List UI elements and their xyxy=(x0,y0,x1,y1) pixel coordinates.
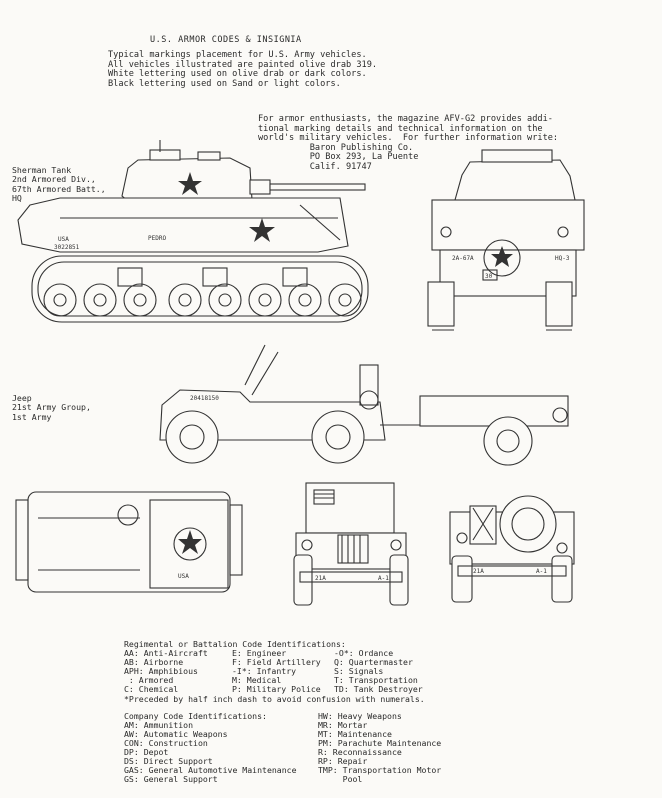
jeep-rear-right-code: A-1 xyxy=(536,568,547,575)
afv-line: world's military vehicles. For further i… xyxy=(258,133,559,144)
road-wheel xyxy=(328,283,362,317)
intro-line: Typical markings placement for U.S. Army… xyxy=(108,50,367,60)
code-item: TMP: Transportation Motor xyxy=(318,765,442,775)
code-item: AM: Ammunition xyxy=(124,720,194,730)
label-line: Jeep xyxy=(12,393,32,403)
code-item: HW: Heavy Weapons xyxy=(318,711,402,721)
code-item: P: Military Police xyxy=(232,684,321,694)
jeep-rear-left-code: 21A xyxy=(473,568,484,575)
tank-name-text: PEDRO xyxy=(148,235,166,242)
code-item: GS: General Support xyxy=(124,774,218,784)
bumper-number: 30 xyxy=(485,273,493,280)
intro-line: White lettering used on olive drab or da… xyxy=(108,69,367,80)
label-line: Sherman Tank xyxy=(12,165,72,175)
label-line: HQ xyxy=(12,193,22,204)
road-wheel xyxy=(248,283,282,317)
code-item: DS: Direct Support xyxy=(124,756,213,766)
white-star-insignia xyxy=(178,172,202,195)
label-line: 67th Armored Batt., xyxy=(12,183,106,194)
code-item: AA: Anti-Aircraft xyxy=(124,648,208,658)
code-item: Q: Quartermaster xyxy=(334,657,413,667)
road-wheel xyxy=(43,283,77,317)
code-item: TD: Tank Destroyer xyxy=(334,684,423,694)
white-star-insignia xyxy=(178,530,202,554)
jeep-label: Jeep 21st Army Group, 1st Army xyxy=(12,393,91,422)
code-item: AB: Airborne xyxy=(124,657,184,667)
code-item: RP: Repair xyxy=(318,756,368,766)
code-item: -I*: Infantry xyxy=(232,666,297,676)
regimental-heading: Regimental or Battalion Code Identificat… xyxy=(124,639,346,649)
code-item: S: Signals xyxy=(334,666,384,676)
afv-line: Baron Publishing Co. xyxy=(258,142,414,153)
code-item: MT: Maintenance xyxy=(318,729,392,739)
wheel-hub xyxy=(53,293,67,307)
white-star-insignia xyxy=(491,246,513,267)
regimental-footnote: *Preceded by half inch dash to avoid con… xyxy=(124,694,425,704)
code-item: PM: Parachute Maintenance xyxy=(318,738,442,748)
road-wheel xyxy=(288,283,322,317)
jeep-top-usa: USA xyxy=(178,573,189,580)
road-wheel xyxy=(168,283,202,317)
white-star-insignia xyxy=(249,218,275,242)
label-line: 2nd Armored Div., xyxy=(12,174,96,185)
suspension-bogie xyxy=(117,267,143,287)
road-wheel xyxy=(83,283,117,317)
suspension-bogie xyxy=(282,267,308,287)
road-wheel xyxy=(123,283,157,317)
afv-line: For armor enthusiasts, the magazine AFV-… xyxy=(258,114,553,124)
hull-usa-text: USA xyxy=(58,236,69,243)
road-wheel xyxy=(208,283,242,317)
afv-note: For armor enthusiasts, the magazine AFV-… xyxy=(258,114,559,173)
label-line: 21st Army Group, xyxy=(12,402,91,413)
code-item: M: Medical xyxy=(232,675,282,685)
front-left-code: 2A-67A xyxy=(452,255,474,262)
suspension-bogie xyxy=(202,267,228,287)
hull-serial-text: 3022851 xyxy=(54,244,80,251)
code-item: T: Transportation xyxy=(334,675,418,685)
afv-line: Calif. 91747 xyxy=(258,161,372,172)
afv-line: tional marking details and technical inf… xyxy=(258,123,543,134)
sherman-label: Sherman Tank 2nd Armored Div., 67th Armo… xyxy=(12,165,106,204)
intro-text: Typical markings placement for U.S. Army… xyxy=(108,50,378,89)
code-item: AW: Automatic Weapons xyxy=(124,729,228,739)
wheel-hub xyxy=(133,293,147,307)
afv-line: PO Box 293, La Puente xyxy=(258,152,419,163)
wheel-hub xyxy=(338,293,352,307)
code-item: R: Reconnaissance xyxy=(318,747,402,757)
code-item: Pool xyxy=(318,774,363,784)
code-item: GAS: General Automotive Maintenance xyxy=(124,765,297,775)
wheel-hub xyxy=(218,293,232,307)
jeep-front-left-code: 21A xyxy=(315,575,326,582)
wheel-hub xyxy=(178,293,192,307)
code-item: -O*: Ordance xyxy=(334,648,394,658)
intro-line: Black lettering used on Sand or light co… xyxy=(108,78,341,89)
code-item: DP: Depot xyxy=(124,747,169,757)
label-line: 1st Army xyxy=(12,411,52,422)
code-item: : Armored xyxy=(124,675,174,685)
intro-line: All vehicles illustrated are painted oli… xyxy=(108,59,378,70)
code-item: C: Chemical xyxy=(124,684,179,694)
front-right-code: HQ-3 xyxy=(555,255,570,262)
jeep-hood-number: 20418150 xyxy=(190,395,219,402)
wheel-hub xyxy=(258,293,272,307)
code-item: F: Field Artillery xyxy=(232,657,321,667)
jeep-front-right-code: A-1 xyxy=(378,575,389,582)
code-item: APH: Amphibious xyxy=(124,666,198,676)
code-item: CON: Construction xyxy=(124,738,208,748)
wheel-hub xyxy=(93,293,107,307)
code-item: E: Engineer xyxy=(232,648,287,658)
wheel-hub xyxy=(298,293,312,307)
code-item: MR: Mortar xyxy=(318,720,368,730)
company-heading: Company Code Identifications: xyxy=(124,711,267,721)
document-title: U.S. ARMOR CODES & INSIGNIA xyxy=(150,35,302,45)
